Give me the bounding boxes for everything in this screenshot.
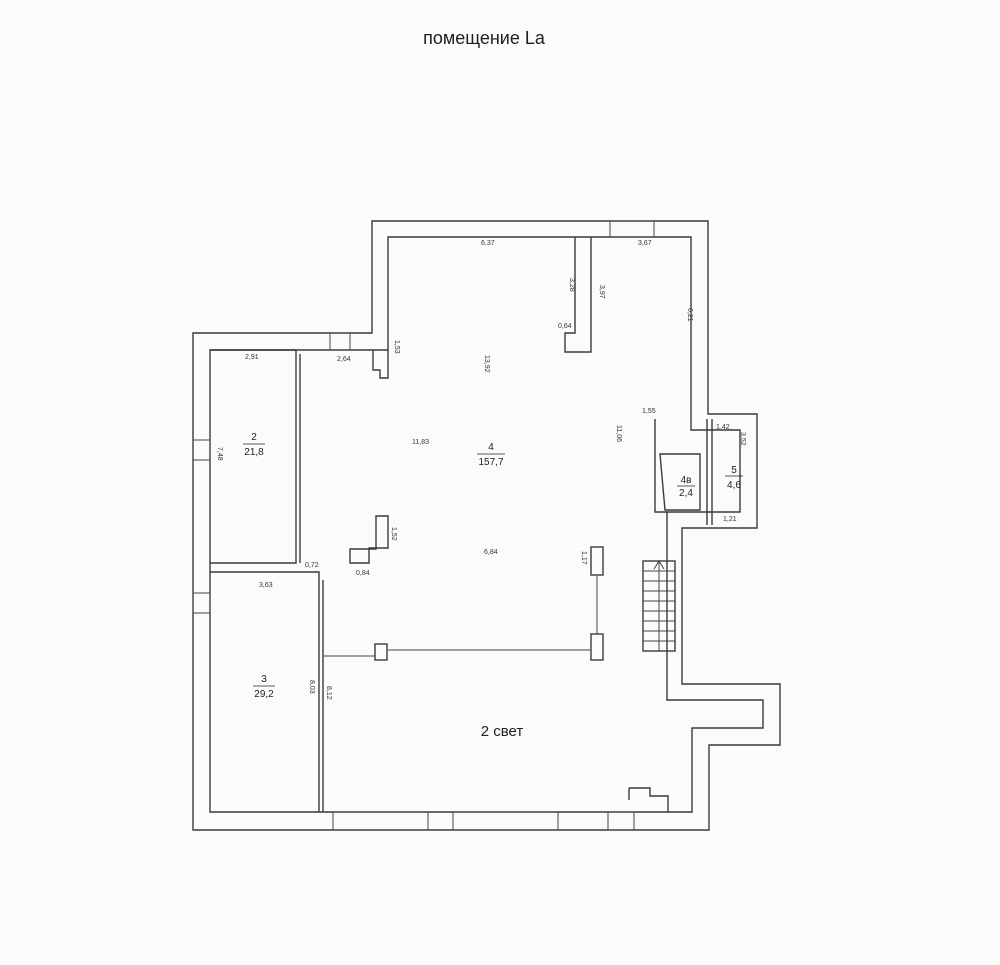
column-center — [349, 515, 389, 564]
room-2-area: 21,8 — [244, 447, 264, 458]
dim-label: 11,83 — [412, 439, 429, 446]
dim-label: 3,28 — [568, 278, 575, 292]
partition-top-left — [372, 350, 389, 379]
room-4v-number: 4в — [681, 475, 692, 486]
staircase — [642, 560, 676, 652]
bottom-right-step — [628, 787, 669, 812]
windows — [192, 220, 655, 831]
dim-label: 3,63 — [259, 582, 273, 589]
dim-label: 1,21 — [723, 516, 737, 523]
railing — [323, 576, 598, 657]
dim-label: 1,52 — [390, 527, 397, 541]
room-3-area: 29,2 — [254, 689, 274, 700]
dim-label: 7,48 — [216, 447, 223, 461]
dim-label: 0,72 — [305, 562, 319, 569]
partition-room-3 — [210, 571, 324, 812]
dim-label: 11,06 — [615, 425, 622, 442]
room-5-area: 4,6 — [727, 480, 741, 491]
dimension-labels: 6,37 3,67 3,28 3,97 6,21 0,64 1,53 13,92… — [216, 240, 746, 700]
dim-label: 0,84 — [356, 570, 370, 577]
dim-label: 8,03 — [308, 680, 315, 694]
dim-label: 6,84 — [484, 549, 498, 556]
dim-label: 13,92 — [483, 355, 490, 373]
dim-label: 0,64 — [558, 323, 572, 330]
dim-label: 1,42 — [716, 424, 730, 431]
room-4v-area: 2,4 — [679, 488, 693, 499]
dim-label: 1,53 — [393, 340, 400, 354]
partition-top-column — [564, 237, 592, 353]
dim-label: 6,21 — [686, 308, 693, 322]
dim-label: 3,52 — [739, 432, 746, 446]
outer-wall-outer-line — [192, 220, 781, 831]
bathroom-block — [654, 419, 713, 525]
dim-label: 1,17 — [580, 551, 587, 565]
dim-label: 3,97 — [598, 285, 605, 299]
zone-label: 2 свет — [481, 723, 524, 740]
post-3 — [374, 643, 388, 661]
dim-label: 8,12 — [325, 686, 332, 700]
outer-wall-inner-line — [209, 236, 764, 813]
dim-label: 2,64 — [337, 356, 351, 363]
post-1 — [590, 546, 604, 576]
room-2-number: 2 — [251, 432, 257, 443]
partition-room-2 — [210, 349, 301, 564]
room-4-area: 157,7 — [478, 457, 503, 468]
post-2 — [590, 633, 604, 661]
dim-label: 3,67 — [638, 240, 652, 247]
dim-label: 1,55 — [642, 408, 656, 415]
plan-title: помещение La — [423, 28, 545, 48]
room-3-number: 3 — [261, 674, 267, 685]
room-4-number: 4 — [488, 442, 494, 453]
dim-label: 6,37 — [481, 240, 495, 247]
dim-label: 2,91 — [245, 354, 259, 361]
room-5-number: 5 — [731, 465, 737, 476]
